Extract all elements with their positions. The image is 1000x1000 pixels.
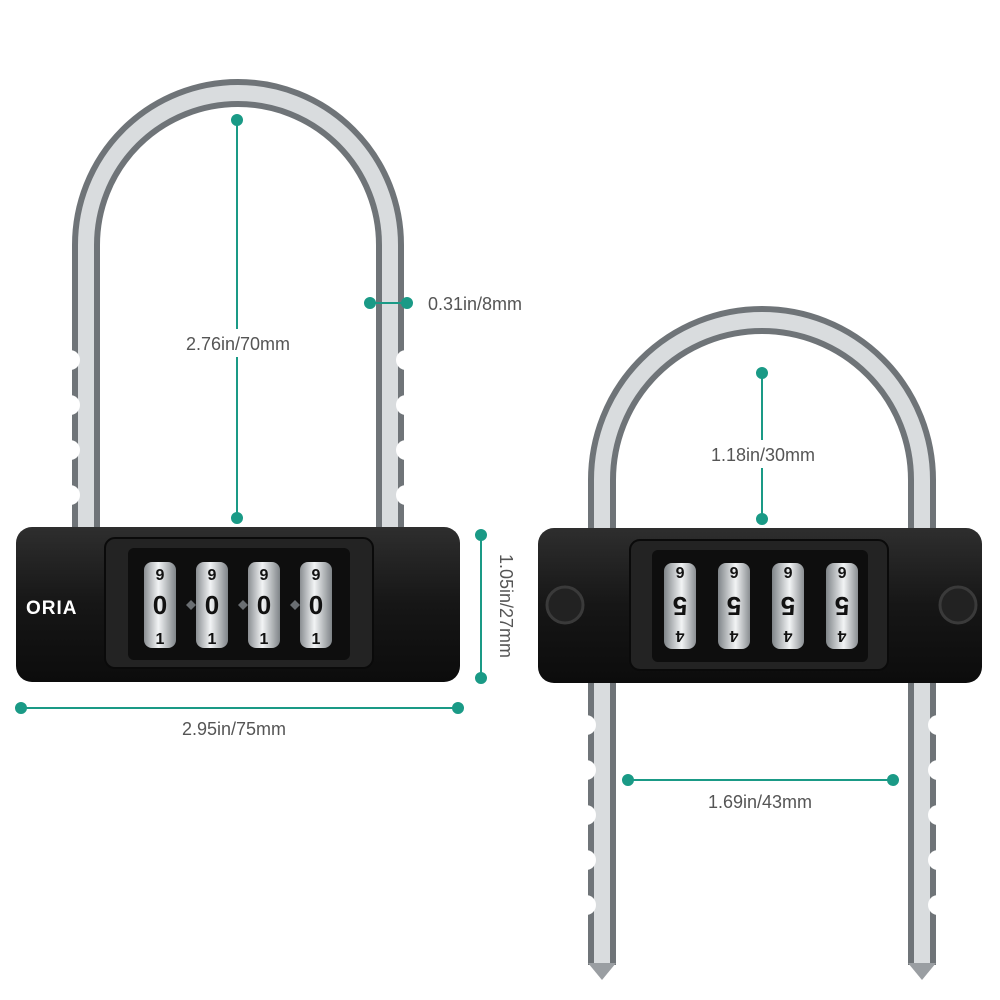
label-body-width: 2.95in/75mm [182,719,286,739]
svg-text:5: 5 [781,591,795,621]
svg-text:9: 9 [156,567,165,584]
svg-text:4: 4 [837,627,846,644]
svg-text:1: 1 [312,631,321,648]
dial-separators [186,600,300,610]
shackle-notches-left [60,350,416,505]
svg-text:1: 1 [260,631,269,648]
dial-r2[interactable]: 4 5 6 [718,563,750,649]
dial-r3[interactable]: 4 5 6 [772,563,804,649]
dimension-markers [15,114,899,786]
svg-text:1: 1 [156,631,165,648]
svg-text:6: 6 [783,563,792,580]
dial-r4[interactable]: 4 5 6 [826,563,858,649]
svg-text:9: 9 [260,567,269,584]
svg-text:9: 9 [312,567,321,584]
svg-text:5: 5 [727,591,741,621]
shackle-tip-left [588,963,616,980]
svg-text:6: 6 [675,563,684,580]
lock-left: ORIA 9 0 1 9 0 1 9 0 1 9 [16,79,460,682]
dial-r1[interactable]: 4 5 6 [664,563,696,649]
dial-4[interactable]: 9 0 1 [300,562,332,648]
svg-text:1: 1 [208,631,217,648]
label-shackle-height-long: 2.76in/70mm [186,334,290,354]
label-shackle-inner-width: 1.69in/43mm [708,792,812,812]
rivet-left [545,585,585,625]
svg-text:6: 6 [837,563,846,580]
svg-text:4: 4 [729,627,738,644]
label-shackle-height-short: 1.18in/30mm [711,445,815,465]
dial-2[interactable]: 9 0 1 [196,562,228,648]
label-shackle-thickness: 0.31in/8mm [428,294,522,314]
rivet-right [938,585,978,625]
svg-text:0: 0 [257,590,271,620]
shackle-notches-right [576,715,948,915]
svg-text:4: 4 [783,627,792,644]
dial-1[interactable]: 9 0 1 [144,562,176,648]
svg-text:6: 6 [729,563,738,580]
shackle-long-highlight [78,85,398,540]
dials-left[interactable]: 9 0 1 9 0 1 9 0 1 9 0 1 [144,562,332,648]
svg-text:5: 5 [835,591,849,621]
shackle-tip-right [908,963,936,980]
dials-right[interactable]: 4 5 6 4 5 6 4 5 6 4 5 6 [664,563,858,649]
svg-text:5: 5 [673,591,687,621]
brand-logo: ORIA [26,598,78,619]
lock-right: 4 5 6 4 5 6 4 5 6 4 5 6 [538,306,982,980]
label-body-height: 1.05in/27mm [496,554,516,658]
svg-text:0: 0 [153,590,167,620]
dial-3[interactable]: 9 0 1 [248,562,280,648]
svg-text:0: 0 [309,590,323,620]
svg-text:9: 9 [208,567,217,584]
shackle-short-highlight [594,312,930,965]
svg-text:4: 4 [675,627,684,644]
svg-text:0: 0 [205,590,219,620]
dial-window-right [652,550,868,662]
